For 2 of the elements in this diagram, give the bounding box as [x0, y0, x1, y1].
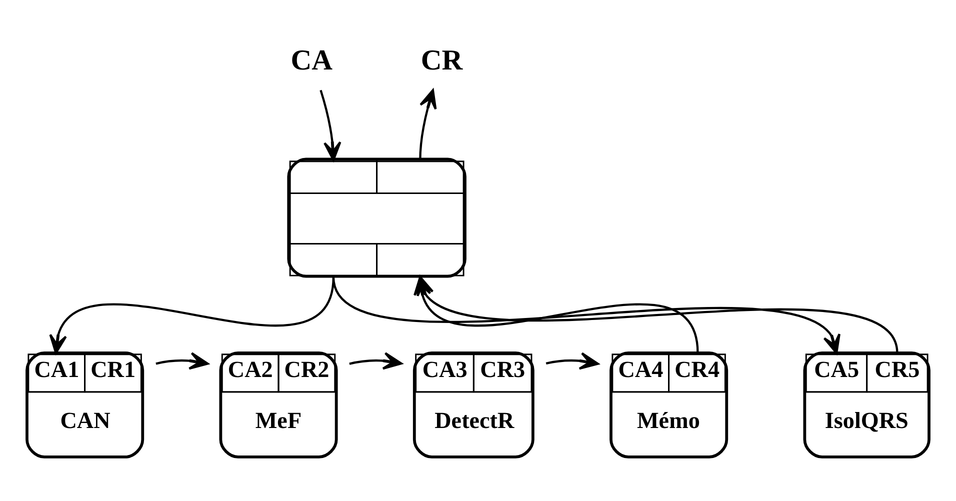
node-text: CA: [290, 44, 333, 76]
node-text: CR: [420, 44, 463, 76]
